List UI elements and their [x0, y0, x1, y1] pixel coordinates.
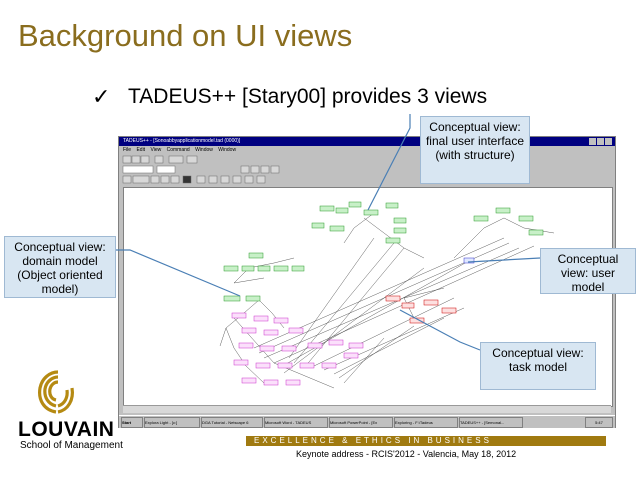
callout-task-model: Conceptual view: task model — [480, 342, 596, 390]
checkmark-icon: ✓ — [92, 84, 111, 109]
taskbar-item[interactable]: DGA Tutorial - Netscape 6 — [201, 417, 263, 428]
taskbar-item[interactable]: TADEUS++ - [Semonal... — [459, 417, 523, 428]
menu-edit[interactable]: Edit — [136, 147, 146, 153]
callout-domain-model: Conceptual view: domain model (Object or… — [4, 236, 116, 298]
slide-title: Background on UI views — [18, 18, 353, 53]
bullet-text: TADEUS++ [Stary00] provides 3 views — [128, 85, 488, 108]
menu-view[interactable]: View — [150, 147, 162, 153]
footer-note: Keynote address - RCIS'2012 - Valencia, … — [296, 449, 517, 459]
callout-final-ui: Conceptual view: final user interface (w… — [420, 116, 530, 184]
window-controls-icon[interactable] — [589, 138, 613, 145]
taskbar-item[interactable]: Microsoft Word - TADEUS — [264, 417, 328, 428]
windows-taskbar: Start Explora Light - [c:] DGA Tutorial … — [119, 415, 615, 428]
start-button[interactable]: Start — [121, 417, 143, 428]
menu-window[interactable]: Window — [195, 147, 213, 153]
taskbar-item[interactable]: Explora Light - [c:] — [144, 417, 200, 428]
horizontal-scrollbar[interactable] — [123, 405, 611, 413]
footer-banner: EXCELLENCE & ETHICS IN BUSINESS — [246, 436, 606, 446]
footer-tagline: EXCELLENCE & ETHICS IN BUSINESS — [254, 436, 492, 445]
callout-user-model: Conceptual view: user model — [540, 248, 636, 294]
louvain-logo-icon — [38, 370, 74, 414]
taskbar-clock: 5:47 — [585, 417, 613, 428]
taskbar-item[interactable]: Exploring - F:\Tadeus — [394, 417, 458, 428]
menu-window-2[interactable]: Window — [218, 147, 237, 153]
menu-command[interactable]: Command — [166, 147, 190, 153]
logo-wordmark: LOUVAIN — [18, 418, 115, 441]
window-menubar: File Edit View Command Window Window — [119, 146, 615, 154]
window-title: TADEUS++ - [Sonoabbyapplicationmodel.tad… — [123, 138, 241, 144]
menu-file[interactable]: File — [123, 147, 132, 153]
toolbar-icon[interactable] — [121, 155, 611, 186]
taskbar-item[interactable]: Microsoft PowerPoint - [Ex — [329, 417, 393, 428]
window-titlebar: TADEUS++ - [Sonoabbyapplicationmodel.tad… — [119, 137, 615, 146]
logo-subtitle: School of Management — [20, 440, 123, 451]
